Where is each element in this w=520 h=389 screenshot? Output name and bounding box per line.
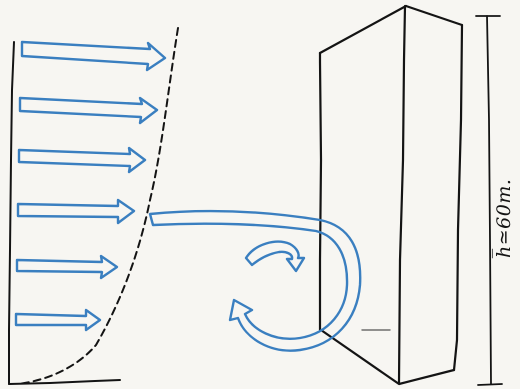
velocity-arrow	[17, 146, 147, 174]
downwash-flow	[148, 209, 362, 352]
dimension-tick-bottom	[477, 383, 503, 386]
velocity-arrows	[14, 40, 167, 332]
velocity-arrow	[14, 308, 102, 332]
profile-vertical-axis	[8, 41, 15, 385]
building	[318, 4, 464, 386]
velocity-arrow	[15, 254, 119, 280]
downwash-arrow	[148, 209, 362, 352]
velocity-arrow	[18, 96, 159, 125]
building-base	[319, 328, 456, 386]
vortex-arrow	[244, 240, 306, 273]
velocity-profile-axes	[8, 27, 179, 385]
building-height-label: h̅≃60m.	[493, 178, 515, 258]
velocity-arrow	[20, 40, 167, 72]
building-top-left-edge	[318, 4, 408, 55]
building-right-edge	[452, 23, 464, 372]
building-top-right-edge	[404, 4, 464, 27]
dimension-line	[486, 15, 492, 385]
profile-ground-line	[8, 379, 121, 385]
building-left-edge	[318, 51, 323, 332]
wind-profile-curve	[17, 27, 179, 385]
height-dimension	[475, 15, 503, 386]
building-front-edge	[397, 4, 407, 385]
velocity-arrow	[16, 198, 136, 225]
